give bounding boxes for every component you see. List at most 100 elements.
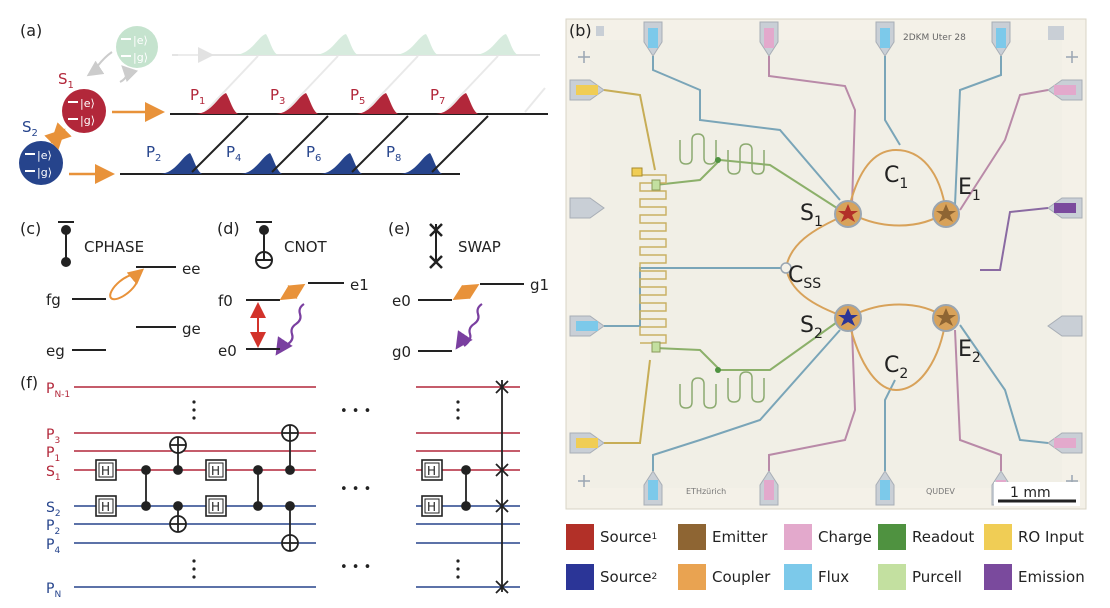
vertical-ellipsis [192,400,460,579]
svg-text:S1: S1 [46,464,61,483]
horizontal-ellipsis: • • • • • • • • • [340,404,371,575]
svg-text:P4: P4 [226,143,241,164]
legend-purcell: Purcell [878,564,962,590]
svg-text:e0: e0 [218,342,237,360]
svg-text:1 mm: 1 mm [1010,485,1051,501]
svg-text:g0: g0 [392,343,411,361]
eth-logo: ETHzürich [686,487,726,496]
svg-text:• • •: • • • [340,482,371,497]
svg-text:C2: C2 [884,353,908,382]
svg-text:H: H [101,500,110,514]
svg-text:ee: ee [182,260,200,278]
svg-text:E2: E2 [958,337,981,366]
legend-emission: Emission [984,564,1085,590]
svg-text:S2: S2 [46,500,61,519]
svg-text:CPHASE: CPHASE [84,238,144,256]
panel-d: (d) CNOT e1 f0 e0 [217,219,369,360]
svg-text:P3: P3 [270,86,285,107]
svg-text:P3: P3 [46,427,60,446]
faded-photon-train [172,34,546,113]
panel-label-c: (c) [20,219,41,238]
svg-text:e1: e1 [350,276,369,294]
panel-a: (a) |e⟩ |g⟩ [19,21,548,185]
svg-text:P5: P5 [350,86,365,107]
entanglement-links [191,115,489,173]
legend-readout: Readout [878,524,974,550]
panel-label-a: (a) [20,21,42,40]
svg-text:P6: P6 [306,143,321,164]
alignment-marks [578,51,1078,487]
svg-text:S1: S1 [800,201,823,230]
photon-labels: P1 P3 P5 P7 P2 P4 P6 P8 [146,86,445,164]
svg-text:PN: PN [46,581,61,600]
legend-flux: Flux [784,564,849,590]
source1-photon-line [170,93,548,115]
svg-text:H: H [427,464,436,478]
svg-text:CNOT: CNOT [284,238,328,256]
panel-f: (f) PN-1 P3 P1 S1 S2 [20,373,520,600]
chip-qubits [780,200,960,332]
svg-text:H: H [427,500,436,514]
svg-text:PN-1: PN-1 [46,381,70,400]
svg-text:|e⟩: |e⟩ [133,34,148,47]
source2-qubit: |e⟩ |g⟩ S2 [19,118,115,185]
top-pads [596,21,1064,57]
faded-qubit: |e⟩ |g⟩ [86,26,158,83]
svg-text:H: H [211,500,220,514]
svg-text:P1: P1 [46,445,60,464]
svg-text:P4: P4 [46,537,60,556]
svg-text:e0: e0 [392,292,411,310]
svg-text:fg: fg [46,291,61,309]
hadamard-gates: H H H H H H [95,459,443,517]
qudev-logo: QUDEV [926,487,955,496]
svg-text:• • •: • • • [340,404,371,419]
svg-text:|g⟩: |g⟩ [37,166,52,179]
svg-text:S2: S2 [22,118,38,139]
svg-text:P7: P7 [430,86,445,107]
legend-charge: Charge [784,524,872,550]
svg-text:P2: P2 [46,518,60,537]
svg-text:S2: S2 [800,313,823,342]
panel-label-d: (d) [217,219,240,238]
svg-text:P1: P1 [190,86,205,107]
svg-text:P2: P2 [146,143,161,164]
scale-bar: 1 mm [994,482,1080,506]
svg-text:f0: f0 [218,292,233,310]
chip-labels: S1 S2 C1 C2 CSS E1 E2 [788,163,981,382]
two-qubit-gates [141,380,509,594]
source2-photon-line [120,153,460,175]
left-pads [569,79,605,454]
svg-text:|g⟩: |g⟩ [80,114,95,127]
svg-text:• • •: • • • [340,560,371,575]
panel-label-b: (b) [569,21,592,40]
source1-qubit: |e⟩ |g⟩ S1 [58,70,165,133]
panel-b-chip: (b) 2DKM Uter 28 [565,18,1087,510]
svg-text:|g⟩: |g⟩ [133,51,148,64]
panel-e: (e) SWAP g1 e0 g0 [388,219,549,361]
svg-text:H: H [101,464,110,478]
svg-text:C1: C1 [884,163,908,192]
legend-emitter: Emitter [678,524,767,550]
svg-text:S1: S1 [58,70,74,91]
panel-c: (c) CPHASE ee fg ge eg [20,219,201,360]
svg-text:g1: g1 [530,276,549,294]
legend-coupler: Coupler [678,564,770,590]
svg-text:CSS: CSS [788,263,821,292]
svg-text:E1: E1 [958,175,981,204]
circuit-row-labels: PN-1 P3 P1 S1 S2 P2 P4 PN [46,381,70,600]
chip-id: 2DKM Uter 28 [903,33,966,43]
panel-label-e: (e) [388,219,410,238]
svg-text:SWAP: SWAP [458,238,501,256]
svg-text:eg: eg [46,342,65,360]
legend-ro-input: RO Input [984,524,1084,550]
svg-text:|e⟩: |e⟩ [37,149,52,162]
svg-text:|e⟩: |e⟩ [80,97,95,110]
panel-label-f: (f) [20,373,38,392]
svg-text:P8: P8 [386,143,401,164]
circuit-wires-right [416,386,520,588]
svg-text:H: H [211,464,220,478]
